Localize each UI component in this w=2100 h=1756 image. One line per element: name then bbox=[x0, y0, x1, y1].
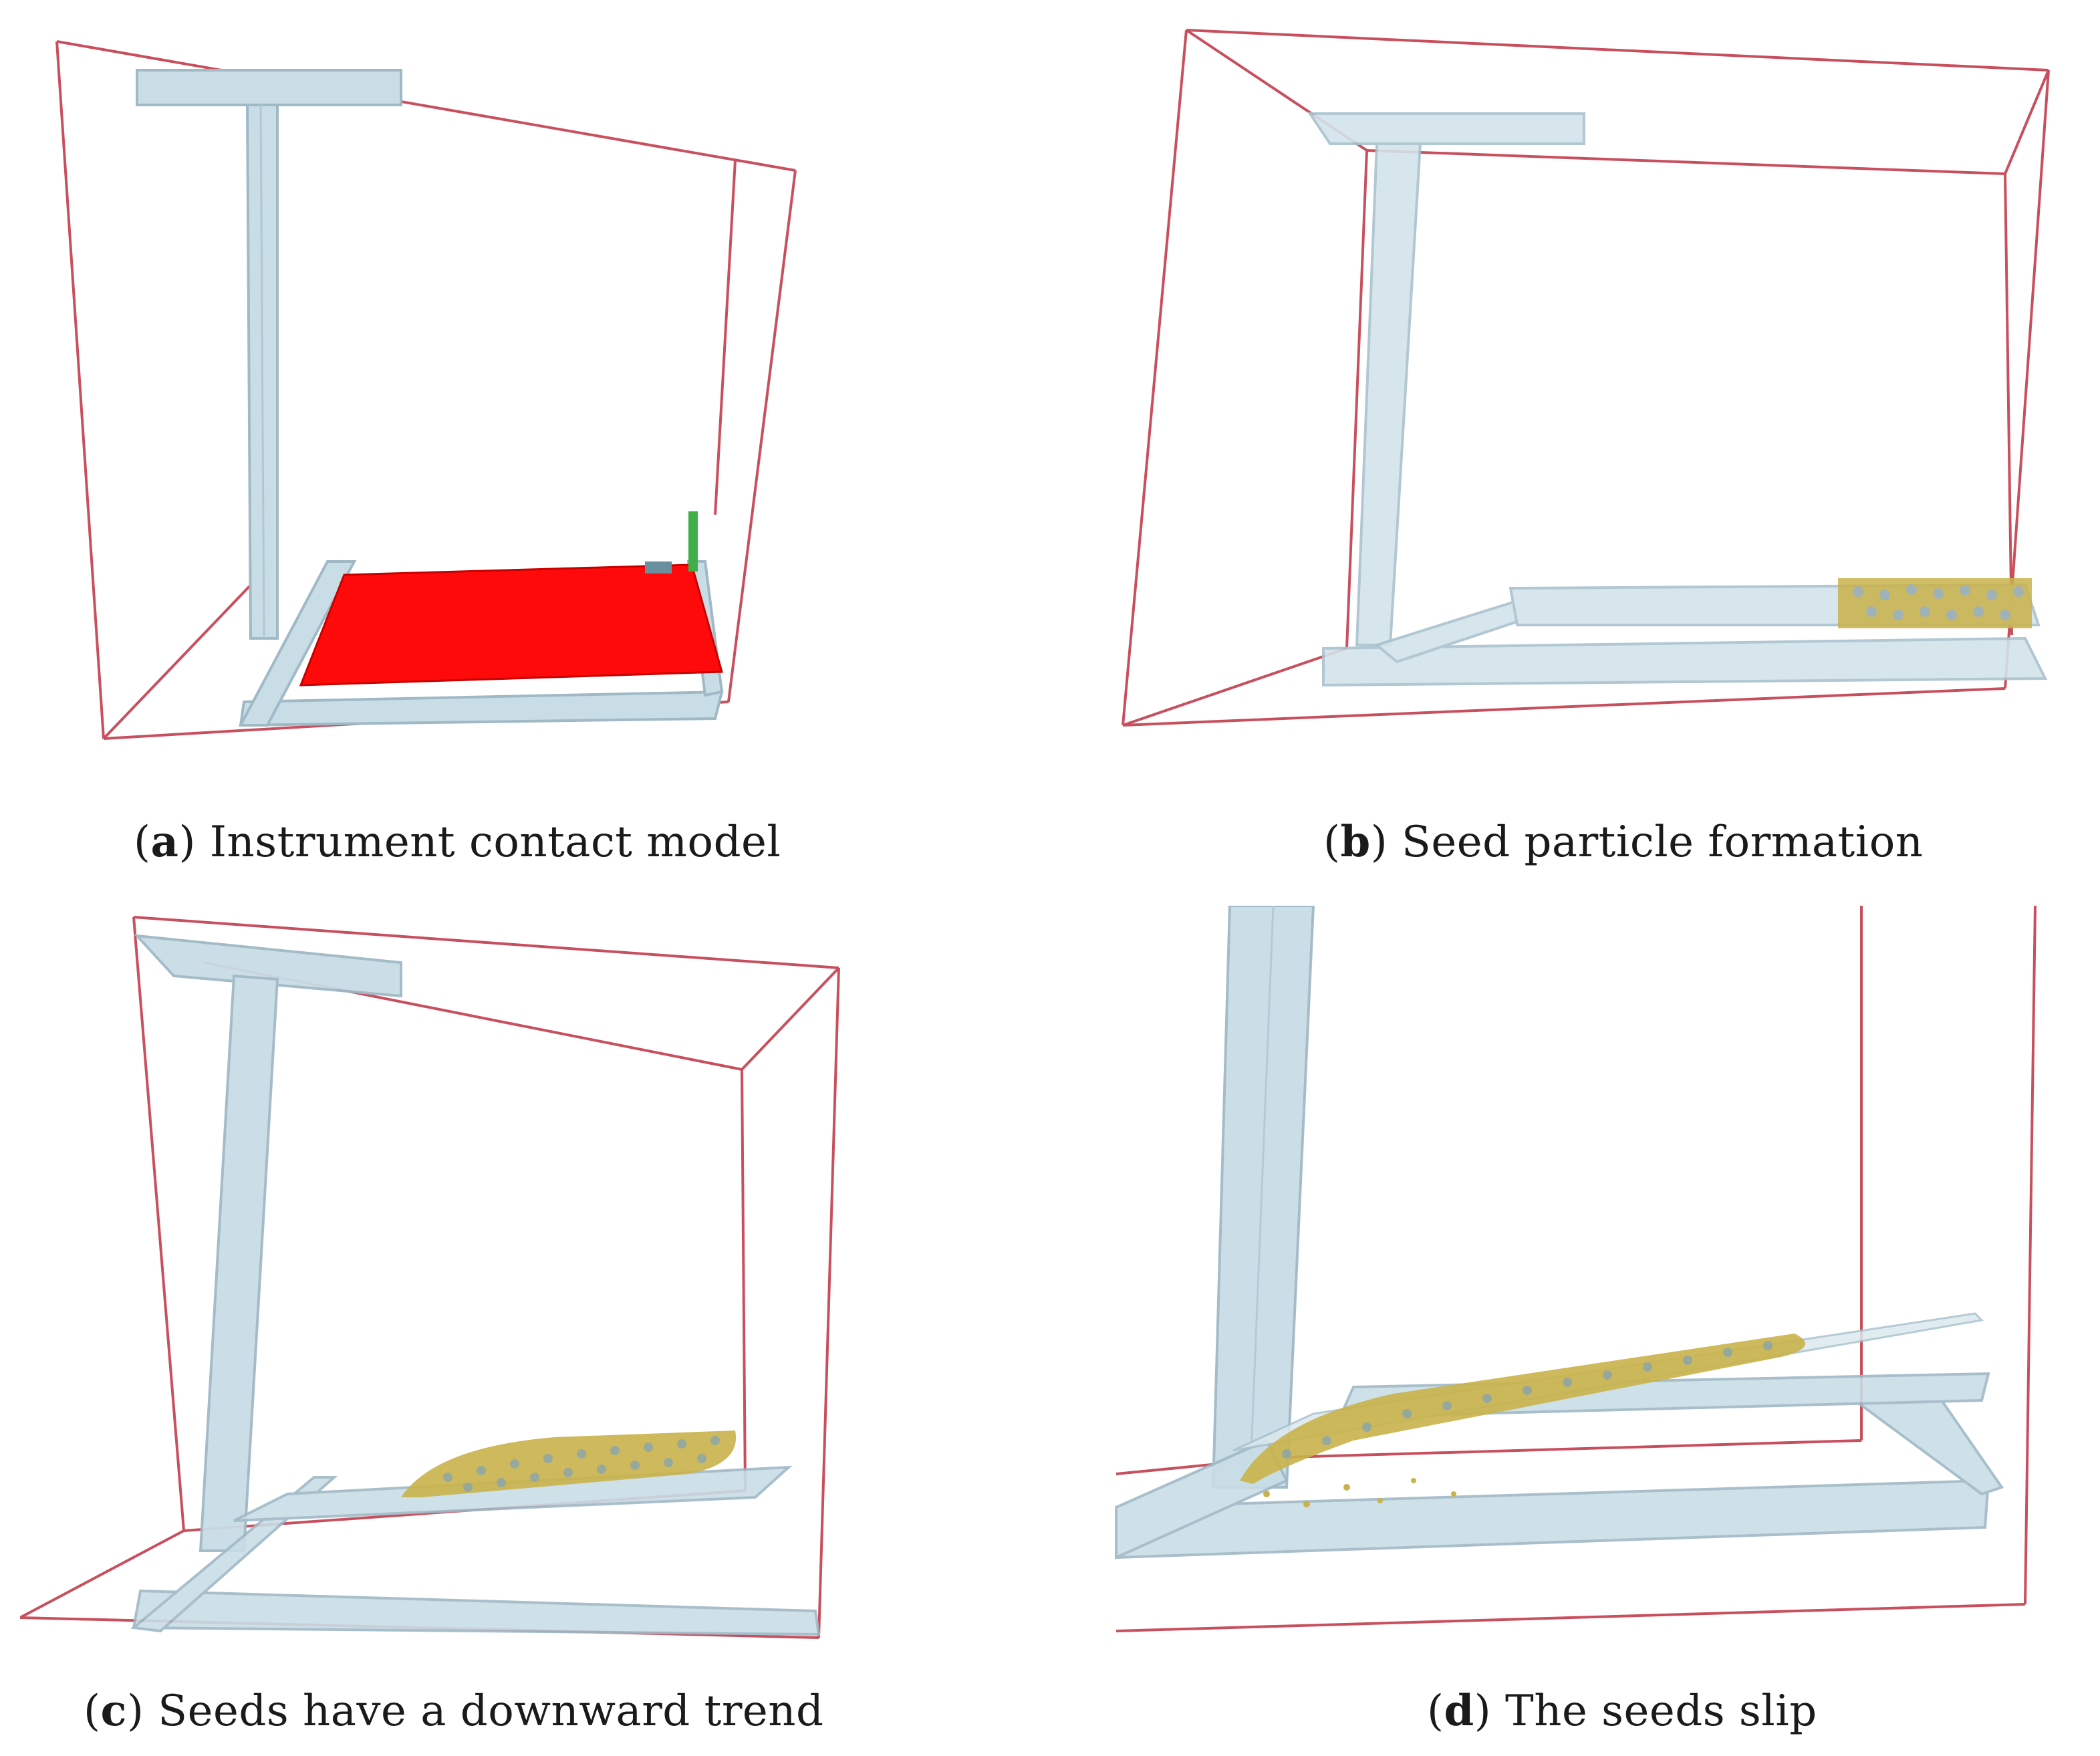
scattered-seeds bbox=[1263, 1478, 1456, 1507]
seed-particles bbox=[1838, 578, 2032, 628]
caption-letter: b bbox=[1340, 817, 1371, 867]
seed-particles bbox=[1240, 1334, 1805, 1484]
seed-holes bbox=[1853, 584, 2024, 620]
base-frame bbox=[130, 1465, 821, 1636]
caption-text: Seeds have a downward trend bbox=[158, 1686, 824, 1736]
seed-holes bbox=[1282, 1341, 1773, 1459]
instrument-contact-model-illustration bbox=[55, 40, 797, 740]
sensor-block bbox=[645, 561, 672, 574]
caption-text: The seeds slip bbox=[1505, 1686, 1817, 1736]
seeds-downward-trend-illustration bbox=[20, 916, 840, 1639]
caption-b: (b) Seed particle formation bbox=[1323, 817, 1924, 867]
contact-plane bbox=[299, 563, 723, 686]
panel-a bbox=[47, 33, 815, 775]
seed-particle-formation-illustration bbox=[1122, 29, 2050, 727]
base-frame bbox=[238, 560, 724, 727]
panel-c bbox=[20, 909, 842, 1651]
caption-letter: c bbox=[100, 1686, 127, 1736]
caption-text: Seed particle formation bbox=[1402, 818, 1924, 867]
seeds-slip-illustration bbox=[1115, 906, 2037, 1632]
caption-letter: a bbox=[150, 817, 179, 867]
simulation-box-frame bbox=[20, 916, 840, 1639]
t-support-column bbox=[136, 69, 402, 640]
caption-text: Instrument contact model bbox=[209, 818, 781, 867]
caption-c: (c) Seeds have a downward trend bbox=[84, 1686, 824, 1736]
seed-holes bbox=[443, 1436, 720, 1492]
caption-a: (a) Instrument contact model bbox=[134, 817, 781, 867]
t-support-column bbox=[1307, 112, 1585, 646]
panel-d bbox=[1113, 906, 2095, 1644]
column bbox=[1211, 906, 1315, 1489]
panel-b bbox=[1116, 20, 2079, 755]
sensor-bar bbox=[688, 511, 698, 572]
caption-letter: d bbox=[1444, 1686, 1474, 1736]
simulation-box-frame bbox=[1122, 29, 2050, 727]
caption-d: (d) The seeds slip bbox=[1427, 1686, 1817, 1736]
